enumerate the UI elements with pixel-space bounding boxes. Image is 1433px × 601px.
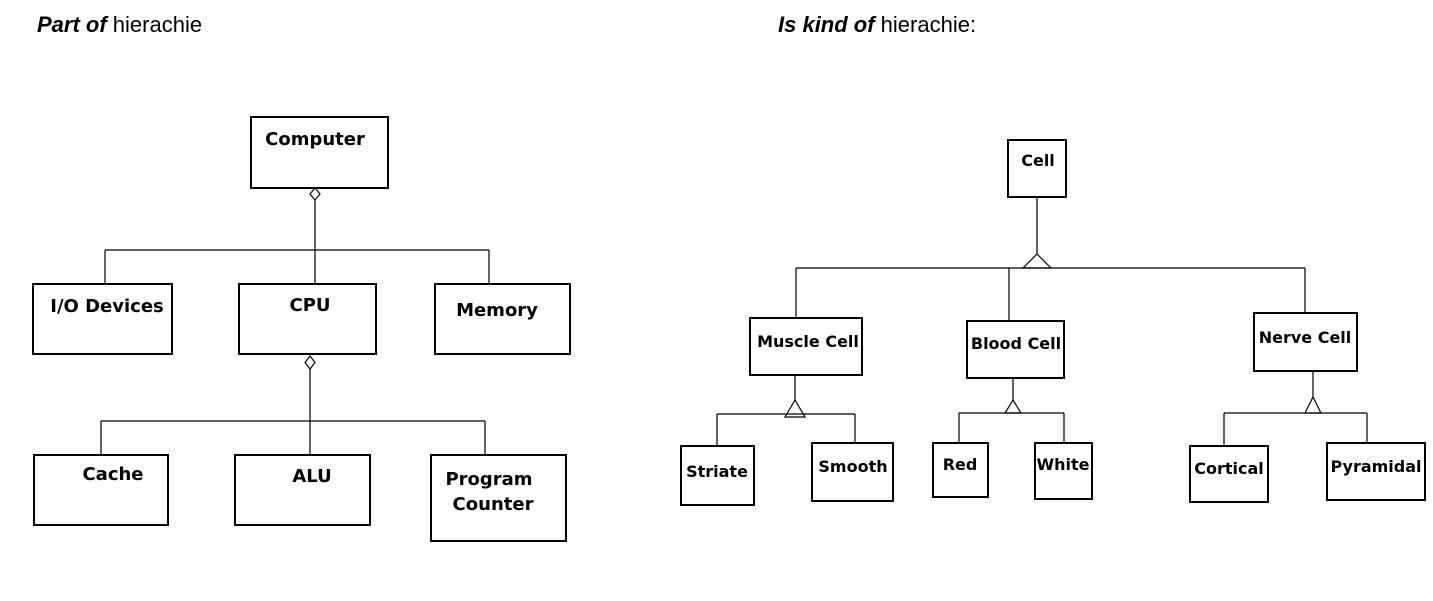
generalization-triangle-nerve <box>1304 395 1322 414</box>
node-program-counter <box>430 454 567 542</box>
node-cache <box>33 454 169 526</box>
node-muscle-cell-label: Muscle Cell <box>757 332 859 351</box>
node-smooth-label: Smooth <box>818 457 887 476</box>
node-pyramidal <box>1326 442 1426 501</box>
generalization-triangle-blood <box>1003 398 1023 414</box>
kind-of-diagram: Cell Muscle Cell Blood Cell Nerve Cell S… <box>680 139 1426 506</box>
kind-of-title-rest: hierachie: <box>874 12 977 37</box>
node-program-counter-label-2: Counter <box>453 494 534 515</box>
node-memory-label: Memory <box>456 300 538 321</box>
node-program-counter-label-1: Program <box>445 469 532 490</box>
node-red <box>932 442 989 498</box>
generalization-triangle-muscle <box>783 398 807 418</box>
node-muscle-cell <box>749 317 863 376</box>
node-cell <box>1007 139 1067 198</box>
node-cache-label: Cache <box>82 464 143 485</box>
node-nerve-cell-label: Nerve Cell <box>1259 328 1352 347</box>
aggregation-diamond-cpu <box>304 355 316 370</box>
node-io-devices <box>32 283 173 355</box>
kind-of-title: Is kind of hierachie: <box>778 12 976 38</box>
node-cell-label: Cell <box>1021 151 1055 170</box>
node-smooth <box>811 442 894 502</box>
node-white <box>1034 442 1093 500</box>
kind-of-title-italic: Is kind of <box>778 12 875 37</box>
node-blood-cell <box>966 320 1065 379</box>
part-of-title-italic: Part of <box>37 12 107 37</box>
node-striate <box>680 445 755 506</box>
node-cpu <box>238 283 377 355</box>
node-alu <box>234 454 371 526</box>
node-cortical <box>1189 445 1269 503</box>
node-computer <box>250 116 389 189</box>
aggregation-diamond-computer <box>309 187 321 201</box>
node-red-label: Red <box>943 455 978 474</box>
node-computer-label: Computer <box>265 129 365 150</box>
part-of-title: Part of hierachie <box>37 12 202 38</box>
node-alu-label: ALU <box>292 466 331 487</box>
node-blood-cell-label: Blood Cell <box>971 334 1061 353</box>
node-pyramidal-label: Pyramidal <box>1330 457 1421 476</box>
node-memory <box>434 283 571 355</box>
node-io-devices-label: I/O Devices <box>50 296 163 317</box>
node-cortical-label: Cortical <box>1194 459 1264 478</box>
generalization-triangle-cell <box>1021 253 1053 269</box>
part-of-title-rest: hierachie <box>106 12 203 37</box>
node-white-label: White <box>1036 455 1089 474</box>
part-of-diagram: Computer I/O Devices CPU Memory Cache AL… <box>32 116 571 542</box>
node-cpu-label: CPU <box>289 295 330 316</box>
node-nerve-cell <box>1253 312 1358 372</box>
node-striate-label: Striate <box>686 462 748 481</box>
